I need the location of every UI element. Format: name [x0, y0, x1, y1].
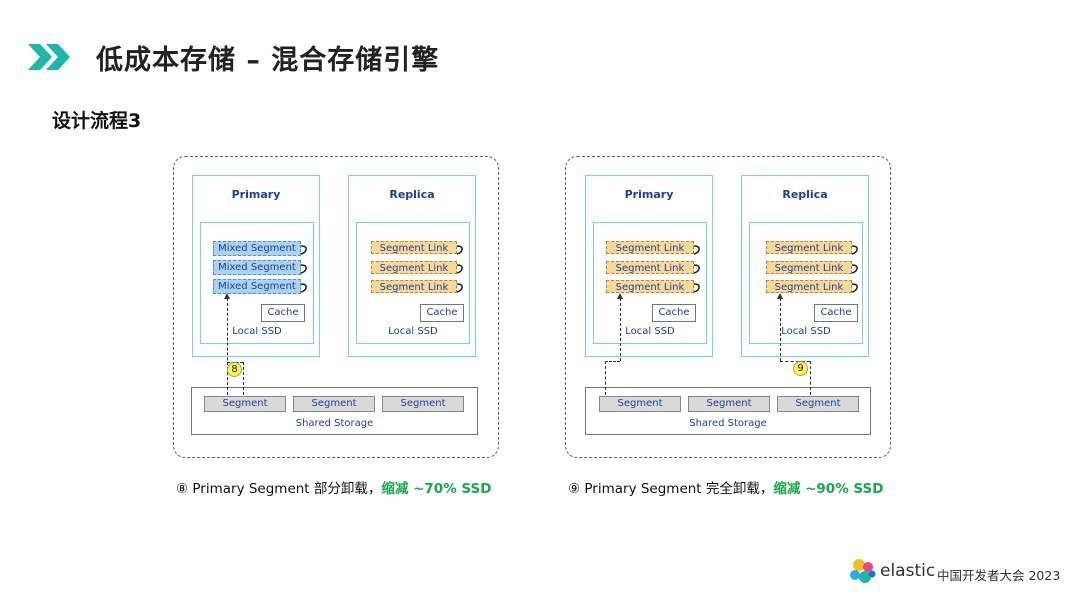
connector-line	[780, 298, 781, 361]
segment-link: Segment Link	[606, 261, 694, 274]
mixed-segment: Mixed Segment	[213, 260, 301, 275]
diagram-left	[173, 156, 499, 458]
step-8-badge: 8	[227, 362, 242, 377]
arrow-up-icon	[777, 293, 783, 299]
shared-storage: Segment Segment Segment Shared Storage	[191, 387, 478, 435]
mixed-segment: Mixed Segment	[213, 279, 301, 294]
link-curl-icon	[851, 264, 858, 274]
caption-highlight: 缩减 ~70% SSD	[381, 481, 492, 497]
link-curl-icon	[456, 264, 463, 274]
link-curl-icon	[693, 245, 700, 255]
cache-box: Cache	[261, 304, 305, 322]
segment-link: Segment Link	[766, 261, 852, 274]
link-curl-icon	[456, 283, 463, 293]
ssd-label: Local SSD	[625, 326, 675, 337]
segment-link: Segment Link	[371, 280, 457, 293]
link-curl-icon	[300, 283, 307, 293]
arrow-up-icon	[224, 293, 230, 299]
cache-box: Cache	[420, 304, 464, 322]
link-curl-icon	[693, 283, 700, 293]
segment-link: Segment Link	[371, 241, 457, 254]
link-curl-icon	[693, 264, 700, 274]
link-curl-icon	[851, 283, 858, 293]
mixed-segment: Mixed Segment	[213, 241, 301, 256]
node-title: Replica	[782, 188, 828, 201]
connector-line	[810, 361, 811, 395]
primary-node: Primary Mixed Segment Mixed Segment Mixe…	[192, 175, 320, 357]
local-ssd: Segment Link Segment Link Segment Link C…	[593, 222, 707, 344]
shared-storage-label: Shared Storage	[295, 418, 374, 429]
page-title: 低成本存储 – 混合存储引擎	[96, 45, 440, 76]
caption-highlight: 缩减 ~90% SSD	[773, 481, 884, 497]
caption-text: ⑨ Primary Segment 完全卸载，	[568, 481, 774, 497]
double-chevron-icon	[28, 44, 70, 70]
node-title: Replica	[389, 188, 435, 201]
local-ssd: Segment Link Segment Link Segment Link C…	[749, 222, 863, 344]
step-9-badge: 9	[793, 361, 808, 376]
caption-right: ⑨ Primary Segment 完全卸载，缩减 ~90% SSD	[568, 477, 883, 497]
arrow-up-icon	[617, 293, 623, 299]
node-title: Primary	[624, 188, 674, 201]
replica-node: Replica Segment Link Segment Link Segmen…	[741, 175, 869, 357]
connector-line	[605, 361, 606, 395]
caption-text: ⑧ Primary Segment 部分卸载，	[176, 481, 382, 497]
ssd-label: Local SSD	[232, 326, 282, 337]
local-ssd: Mixed Segment Mixed Segment Mixed Segmen…	[200, 222, 314, 344]
storage-segment: Segment	[688, 396, 770, 412]
brand-name: elastic	[880, 561, 936, 581]
cache-box: Cache	[652, 304, 696, 322]
ssd-label: Local SSD	[388, 326, 438, 337]
shared-storage: Segment Segment Segment Shared Storage	[585, 387, 871, 435]
connector-line	[605, 361, 620, 362]
ssd-label: Local SSD	[781, 326, 831, 337]
diagram-right	[565, 156, 891, 458]
elastic-logo-icon	[850, 559, 876, 583]
segment-link: Segment Link	[606, 241, 694, 254]
caption-left: ⑧ Primary Segment 部分卸载，缩减 ~70% SSD	[176, 477, 491, 497]
link-curl-icon	[300, 245, 307, 255]
replica-node: Replica Segment Link Segment Link Segmen…	[348, 175, 476, 357]
local-ssd: Segment Link Segment Link Segment Link C…	[356, 222, 470, 344]
link-curl-icon	[851, 245, 858, 255]
segment-link: Segment Link	[766, 280, 852, 293]
storage-segment: Segment	[382, 396, 464, 412]
link-curl-icon	[456, 245, 463, 255]
node-title: Primary	[231, 188, 281, 201]
primary-node: Primary Segment Link Segment Link Segmen…	[585, 175, 713, 357]
storage-segment: Segment	[599, 396, 681, 412]
segment-link: Segment Link	[606, 280, 694, 293]
cache-box: Cache	[814, 304, 858, 322]
storage-segment: Segment	[777, 396, 859, 412]
storage-segment: Segment	[293, 396, 375, 412]
segment-link: Segment Link	[766, 241, 852, 254]
shared-storage-label: Shared Storage	[689, 418, 767, 429]
storage-segment: Segment	[204, 396, 286, 412]
connector-line	[227, 298, 228, 395]
section-subtitle: 设计流程3	[52, 110, 142, 132]
connector-line	[243, 362, 244, 395]
event-name: 中国开发者大会 2023	[937, 568, 1061, 583]
segment-link: Segment Link	[371, 261, 457, 274]
connector-line	[620, 298, 621, 361]
link-curl-icon	[300, 264, 307, 274]
